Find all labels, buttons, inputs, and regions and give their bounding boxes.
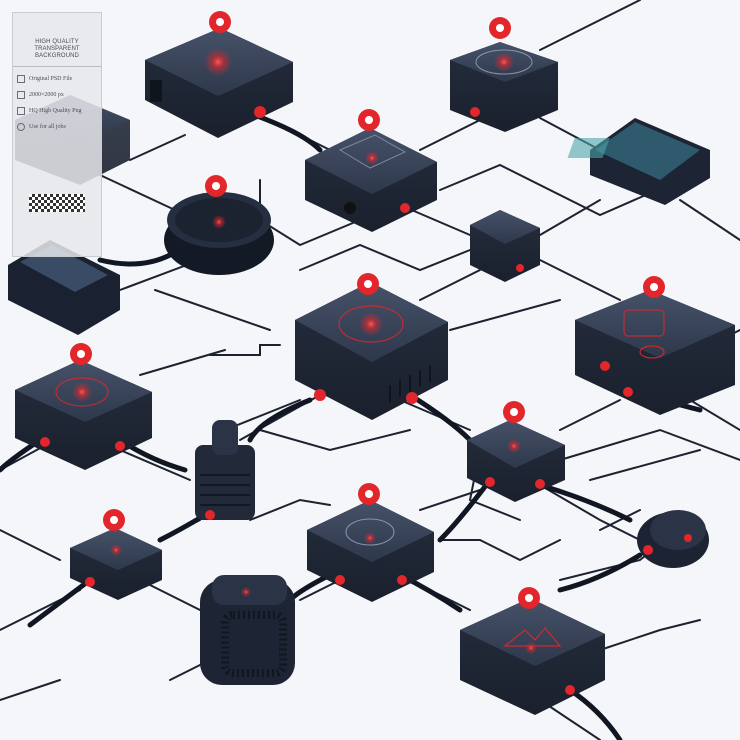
hub-device-top-center xyxy=(450,17,558,132)
watermark-item: Use for all jobs xyxy=(13,123,101,131)
wifi-node-device-center xyxy=(467,401,565,502)
watermark-panel: HIGH QUALITY TRANSPARENT BACKGROUND Orig… xyxy=(12,12,102,257)
watermark-item: 2000×2000 px xyxy=(13,91,101,99)
speaker-cube-device xyxy=(200,575,295,685)
image-icon xyxy=(17,107,25,115)
display-hub-device-right xyxy=(575,276,735,415)
wifi-hub-device-left xyxy=(15,343,152,470)
cylinder-sensor-device xyxy=(195,420,255,520)
central-hub-device xyxy=(295,273,448,420)
motion-sensor-device-right xyxy=(637,510,709,568)
file-icon xyxy=(17,75,25,83)
watermark-item: Original PSD File xyxy=(13,75,101,83)
control-hub-device-bottom xyxy=(307,483,434,602)
media-hub-device xyxy=(305,109,437,232)
transparency-checker-icon xyxy=(29,194,85,212)
watermark-item: HQ High Quality Png xyxy=(13,107,101,115)
license-icon xyxy=(17,123,25,131)
control-panel-device xyxy=(567,118,710,205)
size-icon xyxy=(17,91,25,99)
sensor-hub-device-left xyxy=(70,509,162,600)
gateway-device-center xyxy=(470,210,540,282)
security-hub-device xyxy=(460,587,605,715)
hub-device-top-left xyxy=(145,11,293,138)
smart-speaker-puck xyxy=(164,175,274,275)
watermark-header: HIGH QUALITY TRANSPARENT BACKGROUND xyxy=(13,13,101,67)
